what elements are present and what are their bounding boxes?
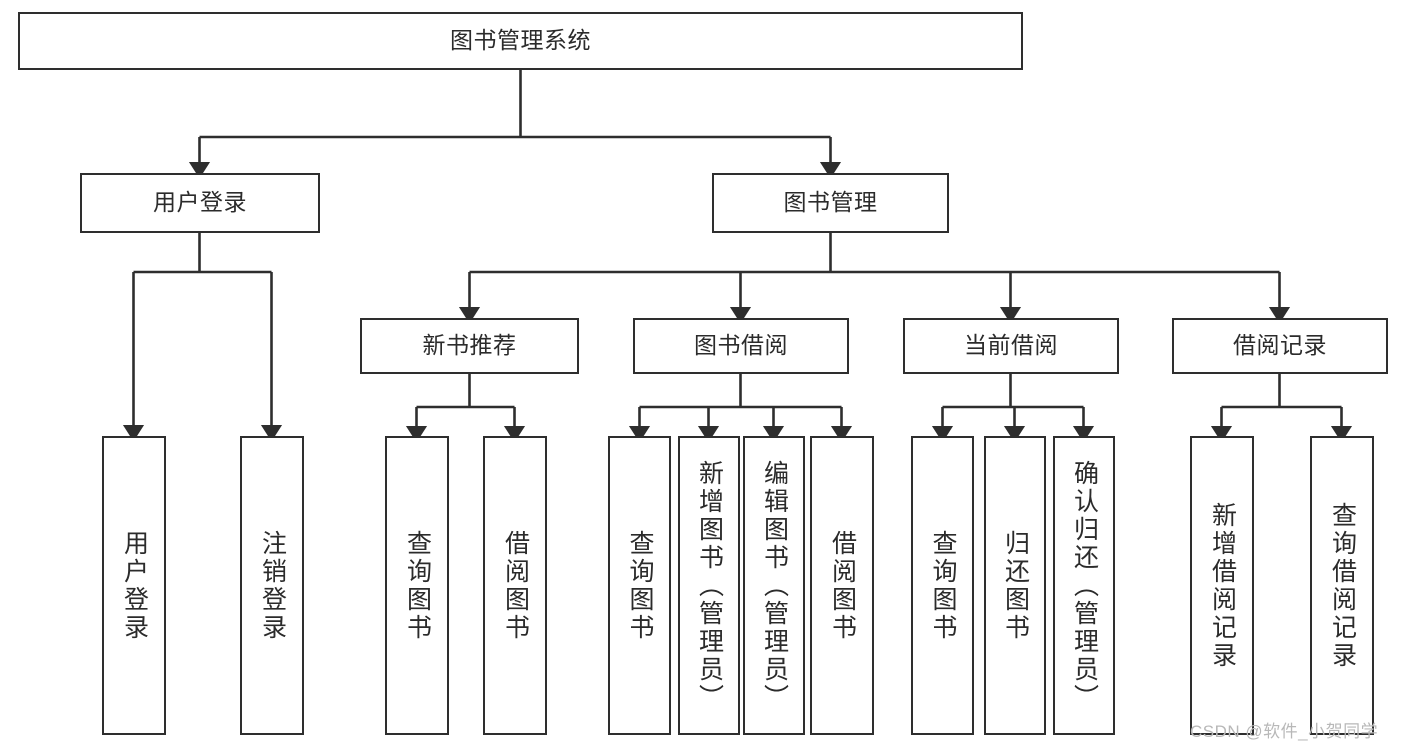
node-user-login-label: 用户登录 (153, 189, 247, 216)
node-borrow-record[interactable]: 借阅记录 (1172, 318, 1388, 374)
node-leaf-edit-book-label: 编辑图书（管理员） (760, 459, 789, 712)
node-leaf-borrow-book-1[interactable]: 借阅图书 (483, 436, 547, 735)
node-book-borrow[interactable]: 图书借阅 (633, 318, 849, 374)
node-leaf-edit-book[interactable]: 编辑图书（管理员） (743, 436, 805, 735)
node-leaf-query-book-3-label: 查询图书 (929, 529, 957, 642)
node-leaf-query-book-2[interactable]: 查询图书 (608, 436, 671, 735)
node-leaf-user-login-label: 用户登录 (120, 529, 149, 642)
node-leaf-add-borrow-record[interactable]: 新增借阅记录 (1190, 436, 1254, 735)
node-leaf-query-book-2-label: 查询图书 (626, 529, 654, 642)
node-leaf-return-book-label: 归还图书 (1001, 529, 1030, 642)
node-new-book-recommend[interactable]: 新书推荐 (360, 318, 579, 374)
node-leaf-borrow-book-1-label: 借阅图书 (501, 529, 530, 642)
node-book-management-label: 图书管理 (783, 189, 878, 216)
csdn-watermark: CSDN @软件_小贺同学 (1190, 722, 1379, 741)
node-leaf-logout-login-label: 注销登录 (258, 529, 287, 642)
node-root-label: 图书管理系统 (450, 27, 591, 54)
node-leaf-return-book[interactable]: 归还图书 (984, 436, 1046, 735)
node-leaf-confirm-return-label: 确认归还（管理员） (1070, 459, 1099, 712)
node-leaf-add-book[interactable]: 新增图书（管理员） (678, 436, 740, 735)
node-leaf-query-borrow-record-label: 查询借阅记录 (1328, 501, 1357, 670)
node-leaf-query-book-1[interactable]: 查询图书 (385, 436, 449, 735)
node-new-book-recommend-label: 新书推荐 (422, 332, 517, 359)
node-leaf-logout-login[interactable]: 注销登录 (240, 436, 304, 735)
node-current-borrow-label: 当前借阅 (964, 332, 1058, 359)
node-leaf-query-book-3[interactable]: 查询图书 (911, 436, 974, 735)
node-leaf-user-login[interactable]: 用户登录 (102, 436, 166, 735)
node-book-borrow-label: 图书借阅 (694, 332, 788, 359)
node-current-borrow[interactable]: 当前借阅 (903, 318, 1119, 374)
node-book-management[interactable]: 图书管理 (712, 173, 949, 233)
node-leaf-query-borrow-record[interactable]: 查询借阅记录 (1310, 436, 1374, 735)
node-leaf-borrow-book-2[interactable]: 借阅图书 (810, 436, 874, 735)
node-leaf-add-borrow-record-label: 新增借阅记录 (1208, 501, 1237, 670)
node-leaf-borrow-book-2-label: 借阅图书 (828, 529, 857, 642)
node-user-login[interactable]: 用户登录 (80, 173, 320, 233)
node-borrow-record-label: 借阅记录 (1233, 332, 1327, 359)
node-leaf-add-book-label: 新增图书（管理员） (695, 459, 724, 712)
node-leaf-query-book-1-label: 查询图书 (403, 529, 432, 642)
node-root[interactable]: 图书管理系统 (18, 12, 1023, 70)
node-leaf-confirm-return[interactable]: 确认归还（管理员） (1053, 436, 1115, 735)
